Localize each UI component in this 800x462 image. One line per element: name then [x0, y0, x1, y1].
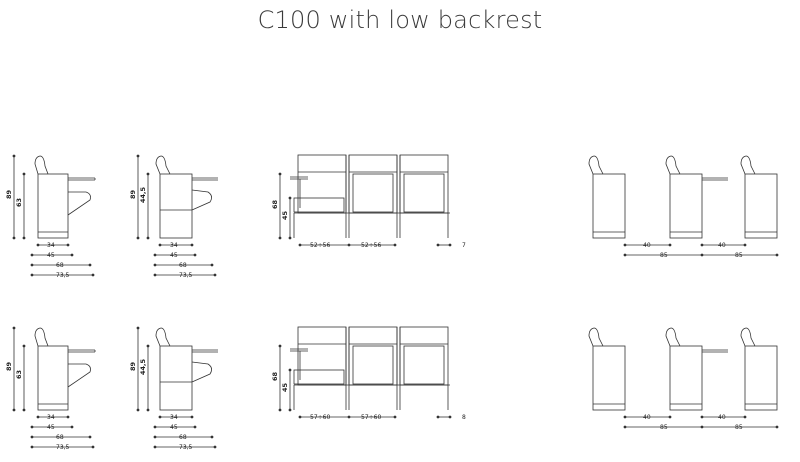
dim-depth-3: 68 — [179, 262, 187, 269]
dim-depth-4: 73,5 — [179, 444, 193, 451]
dim-seat-height: 63 — [15, 370, 23, 379]
dim-gap-2: 40 — [718, 414, 726, 421]
dim-front-seat-height: 45 — [281, 382, 289, 392]
dim-depth-3: 68 — [179, 434, 187, 441]
pitch-view: 40 40 85 85 — [588, 155, 779, 259]
dim-depth-3: 68 — [56, 434, 64, 441]
row-2: 89 63 34 45 68 73,5 89 — [5, 326, 779, 451]
dim-depth-2: 45 — [170, 252, 178, 259]
dim-depth-3: 68 — [56, 262, 64, 269]
side-view-tablet: 89 63 34 45 68 73,5 — [5, 154, 96, 279]
dim-seat-height: 63 — [15, 198, 23, 207]
dim-depth-4: 73,5 — [179, 272, 193, 279]
dim-depth-1: 34 — [47, 414, 55, 421]
dim-depth-2: 45 — [47, 252, 55, 259]
dim-width-1: 52÷56 — [310, 242, 330, 249]
dim-front-height: 68 — [271, 199, 279, 209]
dim-width-2: 57÷60 — [361, 414, 381, 421]
dim-gap-1: 40 — [643, 414, 651, 421]
dim-total-height: 89 — [129, 189, 137, 199]
dim-pitch-2: 85 — [735, 252, 743, 259]
dim-armrest: 7 — [462, 242, 466, 249]
dim-armrest: 8 — [462, 414, 466, 421]
dim-depth-2: 45 — [47, 424, 55, 431]
dim-depth-1: 34 — [47, 242, 55, 249]
dim-width-1: 57÷60 — [310, 414, 330, 421]
dim-total-height: 89 — [129, 361, 137, 371]
side-view-folded: 89 44,5 34 45 68 73,5 — [129, 326, 218, 451]
dim-gap-2: 40 — [718, 242, 726, 249]
dim-width-2: 52÷56 — [361, 242, 381, 249]
dim-total-height: 89 — [5, 189, 13, 199]
dim-total-height: 89 — [5, 361, 13, 371]
dim-depth-4: 73,5 — [56, 272, 70, 279]
front-view-row: 68 45 52÷56 52÷56 7 — [271, 154, 466, 249]
dim-pitch-2: 85 — [735, 424, 743, 431]
dim-gap-1: 40 — [643, 242, 651, 249]
dim-depth-2: 45 — [170, 424, 178, 431]
dim-depth-4: 73,5 — [56, 444, 70, 451]
front-view-row: 68 45 57÷60 57÷60 8 — [271, 326, 466, 421]
dim-depth-1: 34 — [170, 414, 178, 421]
dim-pitch-1: 85 — [660, 252, 668, 259]
dim-front-height: 68 — [271, 371, 279, 381]
side-view-folded: 89 44,5 34 45 68 73,5 — [129, 154, 218, 279]
dim-seat-height-alt: 44,5 — [139, 186, 147, 203]
row-1: 89 63 34 45 68 73,5 — [5, 154, 779, 279]
page-title: C100 with low backrest — [257, 6, 543, 34]
dim-front-seat-height: 45 — [281, 210, 289, 220]
dim-seat-height-alt: 44,5 — [139, 358, 147, 375]
dim-depth-1: 34 — [170, 242, 178, 249]
dim-pitch-1: 85 — [660, 424, 668, 431]
pitch-view: 40 40 85 85 — [588, 327, 779, 431]
side-view-tablet: 89 63 34 45 68 73,5 — [5, 326, 96, 451]
